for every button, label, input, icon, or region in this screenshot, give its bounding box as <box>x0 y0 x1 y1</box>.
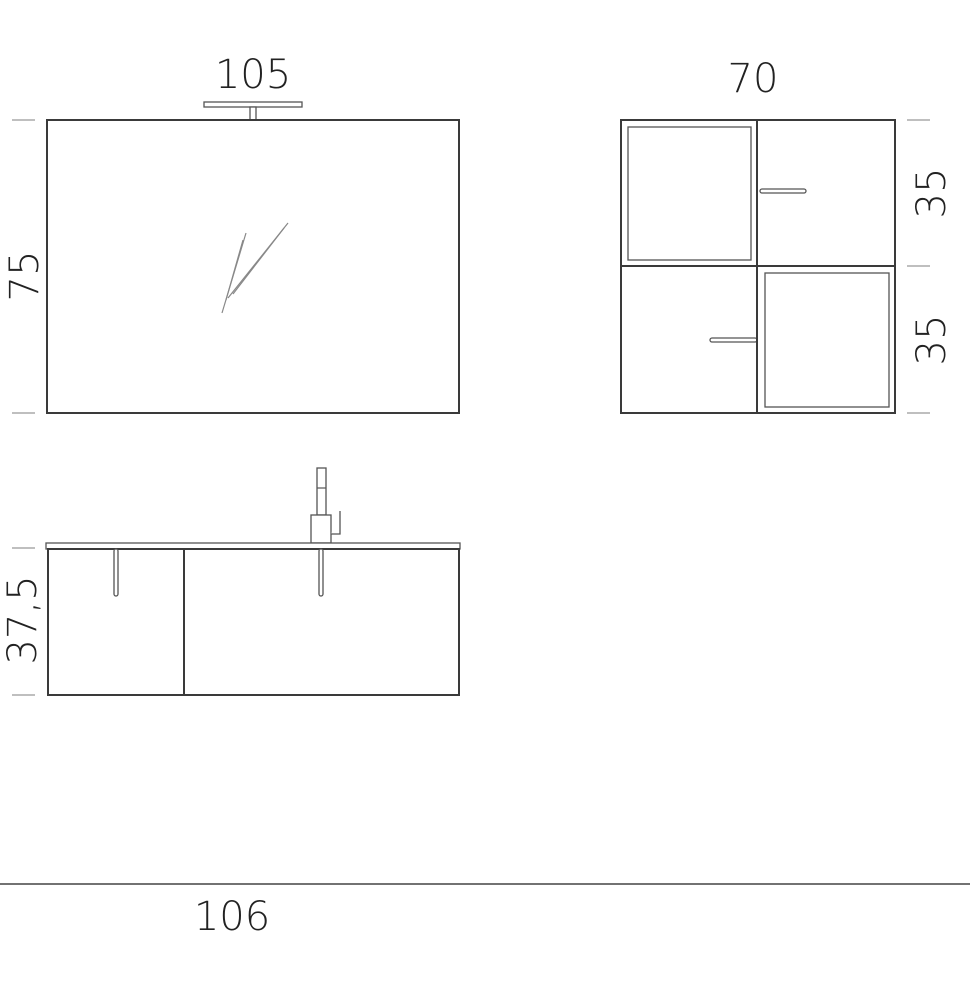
open-compartment <box>627 126 752 261</box>
faucet-icon <box>310 467 341 544</box>
mirror-lamp-bar <box>203 101 303 108</box>
cabinet-lower-height-label: 35 <box>909 315 955 366</box>
cabinet-handle <box>759 188 807 194</box>
mirror-reflection-icon <box>221 222 289 314</box>
wall-cabinet-view: 70 35 35 <box>620 56 955 414</box>
mirror-lamp-stem <box>249 106 257 121</box>
overall-width-label: 106 <box>194 894 270 940</box>
drawer-handle <box>113 548 119 597</box>
mirror-outline <box>46 119 460 414</box>
base-unit-body <box>47 548 460 696</box>
mirror-view: 105 75 <box>2 52 460 414</box>
base-unit-height-label: 37,5 <box>0 575 46 664</box>
cabinet-module-bottom-right <box>756 265 896 414</box>
open-compartment <box>764 272 890 408</box>
cabinet-upper-height-label: 35 <box>909 168 955 219</box>
mirror-width-label: 105 <box>215 52 291 98</box>
cabinet-width-label: 70 <box>728 56 779 102</box>
base-unit-view: 37,5 <box>0 467 461 696</box>
cabinet-handle <box>709 337 758 343</box>
mirror-height-label: 75 <box>2 251 48 302</box>
drawer-handle <box>318 548 324 597</box>
